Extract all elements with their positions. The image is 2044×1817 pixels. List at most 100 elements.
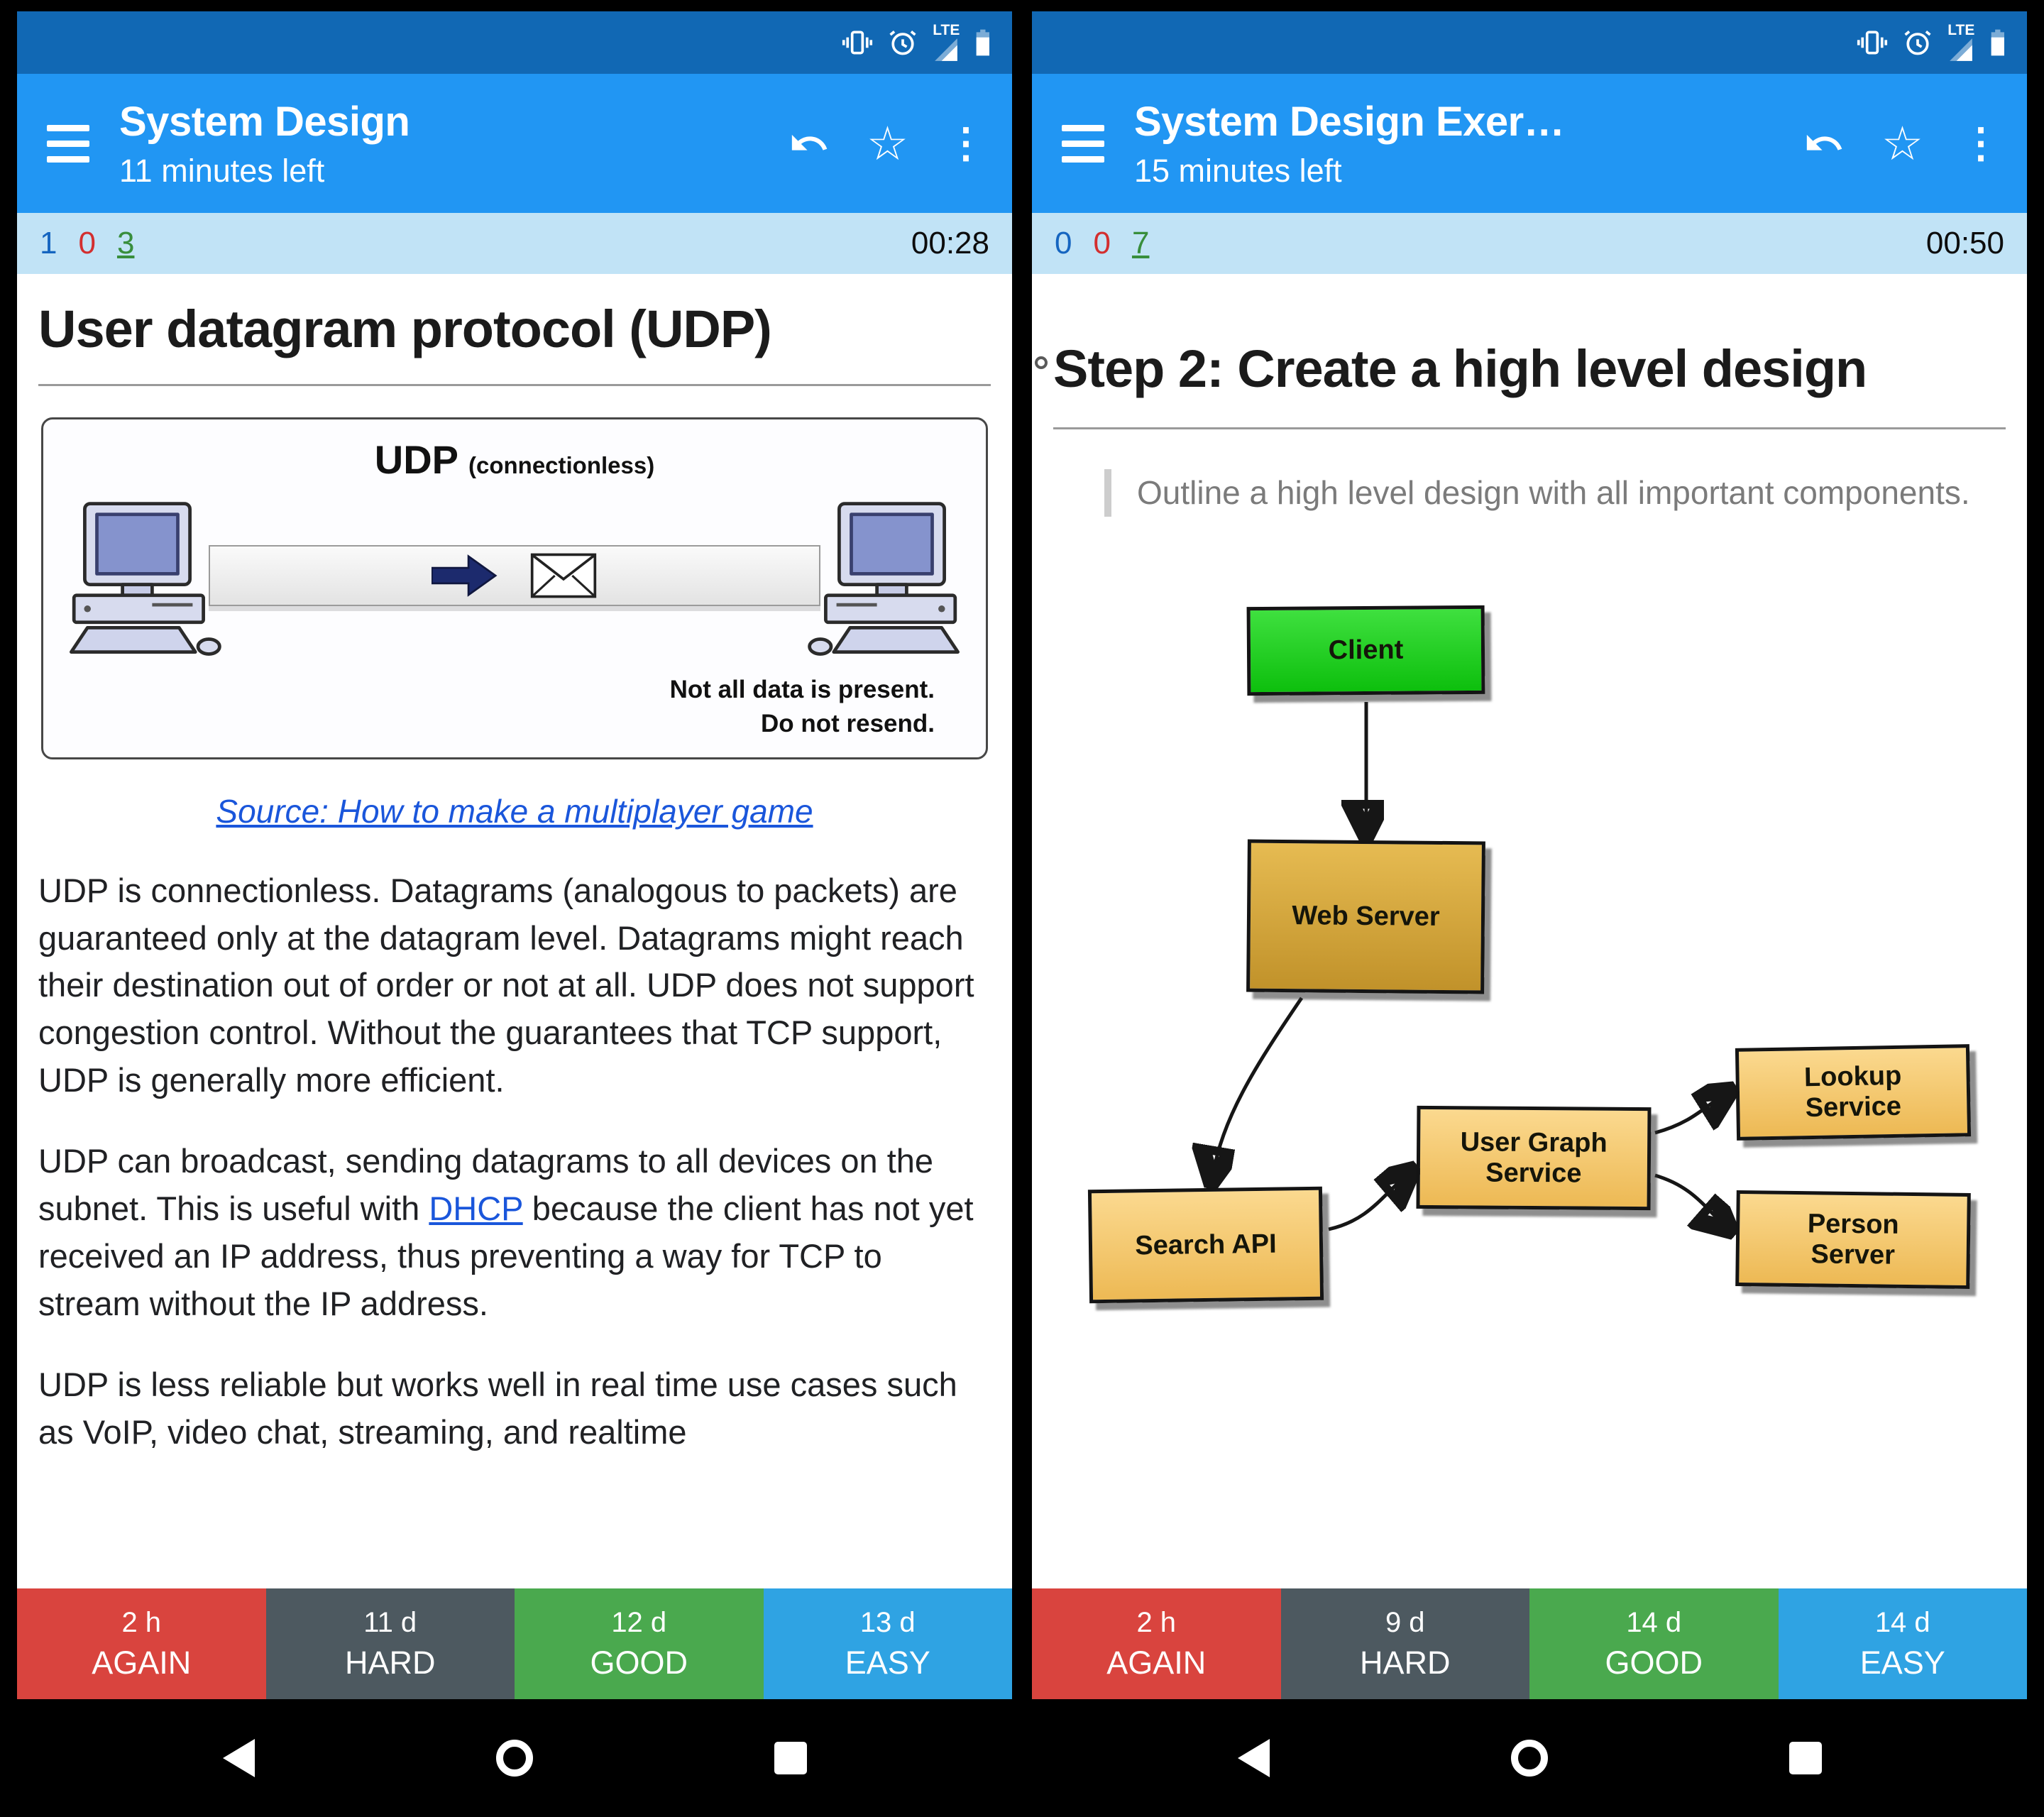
battery-icon xyxy=(1991,29,2005,56)
box-label: Web Server xyxy=(1292,901,1440,933)
mark-star-button[interactable]: ☆ xyxy=(867,120,908,167)
android-nav-bar xyxy=(0,1699,2044,1817)
deck-title: System Design Exer… xyxy=(1134,98,1565,145)
overflow-menu-button[interactable]: ⋮ xyxy=(1960,123,2001,164)
box-label: User Graph Service xyxy=(1460,1127,1608,1188)
menu-bar xyxy=(47,155,89,163)
caption-line: Do not resend. xyxy=(760,709,935,737)
menu-bar xyxy=(1062,140,1104,147)
divider xyxy=(38,384,991,387)
phone-screen-left: LTE System Design 11 minutes left xyxy=(17,11,1012,1699)
arrow-right-icon xyxy=(432,554,498,598)
menu-button[interactable] xyxy=(47,124,89,163)
answer-again-button[interactable]: 2 h AGAIN xyxy=(17,1588,266,1699)
learning-count: 0 xyxy=(1093,226,1111,260)
back-button[interactable] xyxy=(1237,1739,1270,1777)
star-icon: ☆ xyxy=(1881,117,1923,170)
menu-bar xyxy=(47,140,89,147)
card-title: User datagram protocol (UDP) xyxy=(38,300,772,358)
time-left-label: 11 minutes left xyxy=(119,152,325,189)
answer-label: EASY xyxy=(845,1644,930,1681)
box-label: Lookup Service xyxy=(1803,1061,1902,1124)
answer-interval: 2 h xyxy=(121,1606,162,1638)
menu-bar xyxy=(47,124,89,131)
answer-interval: 2 h xyxy=(1136,1606,1177,1638)
time-left-label: 15 minutes left xyxy=(1134,152,1342,189)
cell-signal-icon: LTE xyxy=(1947,23,1974,63)
divider xyxy=(1053,427,2006,430)
overflow-menu-button[interactable]: ⋮ xyxy=(945,123,987,164)
answer-hard-button[interactable]: 11 d HARD xyxy=(265,1588,515,1699)
menu-bar xyxy=(1062,155,1104,163)
diagram-box-lookup-service: Lookup Service xyxy=(1735,1044,1972,1141)
undo-button[interactable] xyxy=(789,123,830,164)
dhcp-link[interactable]: DHCP xyxy=(429,1190,523,1228)
answer-interval: 11 d xyxy=(363,1606,417,1638)
lte-label: LTE xyxy=(1947,21,1975,38)
card-content[interactable]: User datagram protocol (UDP) UDP (connect… xyxy=(17,274,1012,1588)
answer-label: GOOD xyxy=(590,1644,688,1681)
answer-interval: 14 d xyxy=(1874,1606,1930,1638)
figure-caption: Not all data is present. Do not resend. xyxy=(63,673,966,740)
back-button[interactable] xyxy=(222,1739,255,1777)
lte-label: LTE xyxy=(933,21,960,38)
new-count: 1 xyxy=(40,226,57,260)
review-count: 7 xyxy=(1131,226,1150,260)
figure-title: UDP xyxy=(374,437,458,483)
answer-label: HARD xyxy=(1359,1644,1451,1681)
vibrate-icon xyxy=(842,31,873,55)
counter-bar: 1 0 3 00:28 xyxy=(17,213,1012,274)
menu-bar xyxy=(1062,124,1104,131)
answer-good-button[interactable]: 12 d GOOD xyxy=(515,1588,764,1699)
cell-signal-icon: LTE xyxy=(933,23,960,63)
answer-bar: 2 h AGAIN 9 d HARD 14 d GOOD 14 d EASY xyxy=(1032,1588,2027,1699)
figure-heading: UDP (connectionless) xyxy=(63,437,966,483)
undo-icon xyxy=(791,134,828,150)
answer-easy-button[interactable]: 13 d EASY xyxy=(763,1588,1012,1699)
transmission-band xyxy=(209,545,820,607)
answer-easy-button[interactable]: 14 d EASY xyxy=(1778,1588,2027,1699)
source-link[interactable]: Source: How to make a multiplayer game xyxy=(216,792,813,830)
diagram-box-search-api: Search API xyxy=(1087,1186,1324,1304)
home-button[interactable] xyxy=(495,1740,533,1777)
paragraph: UDP is connectionless. Datagrams (analog… xyxy=(38,871,974,1099)
recents-button[interactable] xyxy=(1788,1742,1822,1774)
recents-button[interactable] xyxy=(774,1742,807,1774)
card-timer: 00:50 xyxy=(1925,226,2004,260)
vibrate-icon xyxy=(1857,31,1888,55)
paragraph: UDP is less reliable but works well in r… xyxy=(38,1366,957,1451)
answer-again-button[interactable]: 2 h AGAIN xyxy=(1032,1588,1281,1699)
status-bar: LTE xyxy=(17,11,1012,74)
figure-subtitle: (connectionless) xyxy=(468,452,655,479)
card-timer: 00:28 xyxy=(911,226,989,260)
caption-line: Not all data is present. xyxy=(669,676,935,704)
menu-button[interactable] xyxy=(1062,124,1104,163)
answer-interval: 12 d xyxy=(611,1606,667,1638)
envelope-icon xyxy=(530,553,597,598)
card-title-text: Step 2: Create a high level design xyxy=(1053,339,1867,398)
mark-star-button[interactable]: ☆ xyxy=(1881,120,1923,167)
answer-good-button[interactable]: 14 d GOOD xyxy=(1529,1588,1779,1699)
answer-label: HARD xyxy=(344,1644,436,1681)
learning-count: 0 xyxy=(78,226,96,260)
answer-label: GOOD xyxy=(1605,1644,1703,1681)
home-button[interactable] xyxy=(1510,1740,1548,1777)
status-bar: LTE xyxy=(1032,11,2027,74)
signal-triangle-icon xyxy=(935,38,958,61)
deck-title: System Design xyxy=(119,98,410,145)
heading-anchor-mark xyxy=(1035,356,1048,369)
star-icon: ☆ xyxy=(866,117,908,170)
phone-screen-right: LTE System Design Exer… 15 minutes left xyxy=(1032,11,2027,1699)
undo-button[interactable] xyxy=(1803,123,1845,164)
card-content[interactable]: Step 2: Create a high level design Outli… xyxy=(1032,274,2027,1588)
answer-hard-button[interactable]: 9 d HARD xyxy=(1280,1588,1529,1699)
answer-label: EASY xyxy=(1859,1644,1945,1681)
box-label: Search API xyxy=(1135,1229,1277,1261)
answer-label: AGAIN xyxy=(1106,1644,1207,1681)
architecture-diagram: Client Web Server Search API User Graph … xyxy=(1053,556,2006,1337)
computer-icon xyxy=(808,502,960,657)
blockquote: Outline a high level design with all imp… xyxy=(1104,469,2006,517)
title-block: System Design 11 minutes left xyxy=(119,98,759,190)
app-bar-actions: ☆ ⋮ xyxy=(1803,120,2001,167)
overflow-icon: ⋮ xyxy=(1960,120,2001,166)
